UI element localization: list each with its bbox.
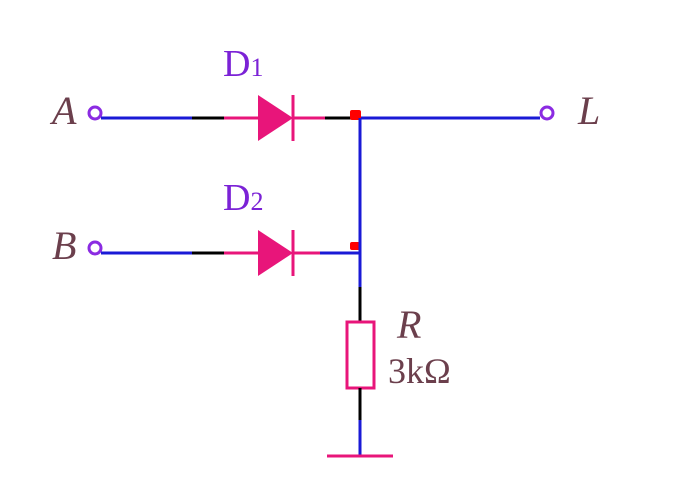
- junction-d2: [350, 242, 360, 250]
- branch-a: [110, 95, 540, 141]
- branch-b: [110, 230, 360, 276]
- terminal-a-label: A: [49, 88, 77, 133]
- terminal-a: [87, 105, 103, 121]
- junction-d1: [350, 110, 361, 120]
- diode-d2-triangle: [258, 230, 293, 276]
- diode-d1-triangle: [258, 95, 293, 141]
- resistor-name-label: R: [396, 302, 421, 347]
- diode-d2-letter: D: [223, 177, 250, 219]
- resistor-branch: [327, 118, 393, 458]
- terminal-l: [539, 105, 555, 121]
- terminal-b-label: B: [52, 223, 76, 268]
- diode-d2-subscript: 2: [250, 187, 263, 216]
- terminal-b: [87, 240, 103, 256]
- diode-d1-subscript: 1: [250, 53, 263, 82]
- diode-d2-label: D2: [223, 177, 263, 219]
- diode-d1-letter: D: [223, 43, 250, 85]
- terminal-l-label: L: [577, 88, 600, 133]
- diode-d1-label: D1: [223, 43, 263, 85]
- resistor-body: [345, 320, 376, 390]
- resistor-value-label: 3kΩ: [388, 351, 451, 391]
